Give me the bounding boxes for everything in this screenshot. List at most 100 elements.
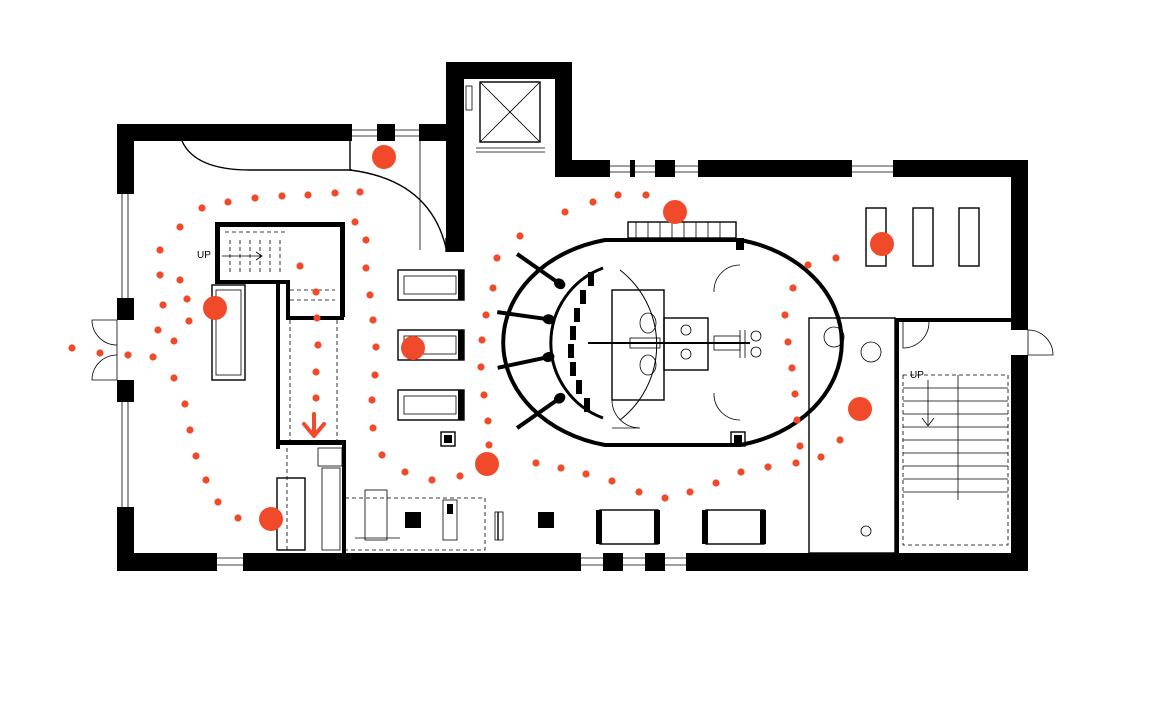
route-dot — [456, 472, 464, 480]
wall-bottom-4 — [645, 553, 665, 571]
route-dot — [312, 288, 320, 296]
route-dot — [804, 261, 812, 269]
central-rotunda — [440, 221, 844, 447]
curved-entry-wall — [181, 140, 447, 252]
route-dot — [192, 452, 200, 460]
corridor — [276, 284, 346, 553]
route-dot — [156, 271, 164, 279]
route-dot — [635, 488, 643, 496]
wall-left-upper — [117, 124, 134, 194]
route-dot — [234, 514, 242, 522]
rowing-machines — [496, 252, 566, 430]
route-dot — [661, 494, 669, 502]
route-stop-marker — [848, 397, 872, 421]
wall-top-left-pier — [377, 124, 395, 141]
stair-label-left: UP — [197, 250, 211, 261]
route-dot — [170, 374, 178, 382]
weight-area — [344, 489, 766, 551]
windows — [121, 129, 893, 566]
route-dot — [484, 417, 492, 425]
right-exterior-door — [1027, 329, 1054, 356]
wall-elevator-left — [446, 62, 464, 252]
route-stop-marker — [259, 507, 283, 531]
route-dot — [489, 284, 497, 292]
wall-left-mid-upper — [117, 298, 134, 320]
route-dot — [480, 391, 488, 399]
route-dot — [296, 262, 304, 270]
route-dot — [516, 232, 524, 240]
spin-bike-row — [568, 272, 594, 412]
circulation-route — [68, 188, 844, 522]
treadmill — [397, 269, 465, 301]
route-dot — [836, 436, 844, 444]
route-dot — [312, 368, 320, 376]
route-dot — [589, 198, 597, 206]
route-dot — [791, 390, 799, 398]
bench-press-2 — [702, 509, 766, 545]
route-dot — [557, 464, 565, 472]
route-dot — [372, 343, 380, 351]
route-dot — [686, 488, 694, 496]
route-dot — [369, 316, 377, 324]
route-dot — [356, 188, 364, 196]
route-dot — [378, 451, 386, 459]
route-dot — [817, 453, 825, 461]
route-dot — [202, 476, 210, 484]
route-dot — [788, 364, 796, 372]
route-dot — [832, 254, 840, 262]
route-dot — [96, 349, 104, 357]
route-stop-marker — [663, 200, 687, 224]
wall-left-mid-lower — [117, 380, 134, 402]
wall-top-right-3 — [655, 160, 675, 177]
route-dot — [784, 338, 792, 346]
route-dot — [792, 459, 800, 467]
route-dot — [796, 442, 804, 450]
wall-bottom-1 — [117, 553, 217, 571]
wall-bottom-3 — [603, 553, 623, 571]
route-dot — [368, 396, 376, 404]
treadmill — [397, 389, 465, 421]
route-dot — [185, 317, 193, 325]
route-dot — [176, 223, 184, 231]
route-dot — [493, 254, 501, 262]
wall-elevator-right — [555, 62, 572, 177]
route-dot — [214, 498, 222, 506]
route-dot — [781, 311, 789, 319]
route-stop-marker — [475, 452, 499, 476]
route-stop-marker — [401, 336, 425, 360]
route-dot — [170, 337, 178, 345]
plate-stack — [405, 512, 554, 528]
route-dot — [401, 468, 409, 476]
route-dot — [366, 291, 374, 299]
route-dot — [561, 208, 569, 216]
route-dot — [124, 351, 132, 359]
arrow-down-icon — [302, 412, 326, 438]
route-dot — [712, 479, 720, 487]
route-dot — [789, 284, 797, 292]
route-dot — [314, 341, 322, 349]
bench-press-1 — [596, 509, 660, 545]
route-dot — [428, 476, 436, 484]
route-dot — [582, 470, 590, 478]
route-dot — [198, 204, 206, 212]
route-dot — [156, 246, 164, 254]
wall-top-right-2 — [630, 160, 635, 177]
route-dot — [608, 477, 616, 485]
route-dot — [304, 191, 312, 199]
route-dot — [331, 189, 339, 197]
wall-bottom-5 — [686, 553, 1027, 571]
route-stop-marker — [870, 232, 894, 256]
route-dot — [793, 416, 801, 424]
route-dot — [251, 194, 259, 202]
wall-right-lower — [1011, 355, 1028, 571]
route-dot — [532, 459, 540, 467]
route-dot — [186, 426, 194, 434]
wall-top-left — [117, 124, 352, 141]
route-dot — [369, 424, 377, 432]
route-dot — [181, 400, 189, 408]
route-dot — [224, 198, 232, 206]
route-dot — [478, 336, 486, 344]
route-dot — [482, 311, 490, 319]
route-dot — [371, 371, 379, 379]
